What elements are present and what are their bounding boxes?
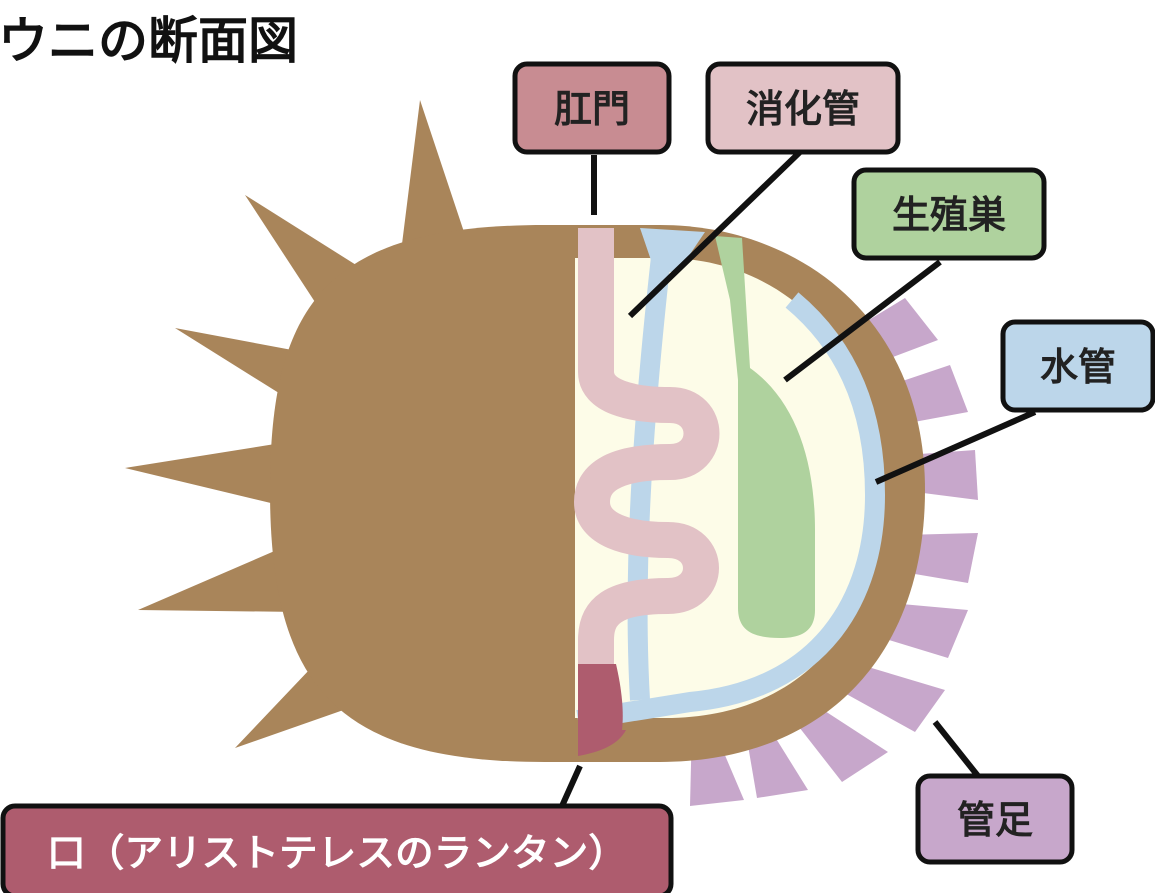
label-digestive: 消化管 (705, 61, 901, 155)
label-anus-box (512, 61, 672, 155)
leader-mouth (559, 764, 583, 808)
label-tubefoot-box (915, 773, 1075, 865)
leader-digestive (627, 149, 803, 319)
label-mouth-box (0, 803, 674, 893)
label-gonad: 生殖巣 (851, 167, 1047, 261)
water-vascular-system (576, 292, 885, 730)
label-water: 水管 (1000, 319, 1155, 413)
label-anus-text: 肛門 (554, 87, 630, 131)
label-water-text: 水管 (1040, 345, 1116, 389)
mouth-base (578, 730, 626, 756)
digestive-tract (574, 228, 720, 670)
label-mouth: 口（アリストテレスのランタン） (0, 803, 674, 893)
leader-tubefoot (932, 720, 981, 778)
label-digestive-text: 消化管 (746, 87, 860, 131)
label-gonad-text: 生殖巣 (892, 193, 1006, 237)
diagram-title: ウニの断面図 (0, 12, 298, 70)
label-tubefoot: 管足 (915, 773, 1075, 865)
label-gonad-box (851, 167, 1047, 261)
label-water-box (1000, 319, 1155, 413)
leader-gonad (783, 259, 942, 383)
leader-water (874, 409, 1037, 485)
label-mouth-text: 口（アリストテレスのランタン） (47, 831, 627, 875)
mouth-lantern (578, 664, 623, 730)
gonad (715, 236, 815, 638)
water-vascular-top (640, 228, 705, 272)
label-tubefoot-text: 管足 (957, 798, 1033, 842)
label-anus: 肛門 (512, 61, 672, 155)
label-digestive-box (705, 61, 901, 155)
